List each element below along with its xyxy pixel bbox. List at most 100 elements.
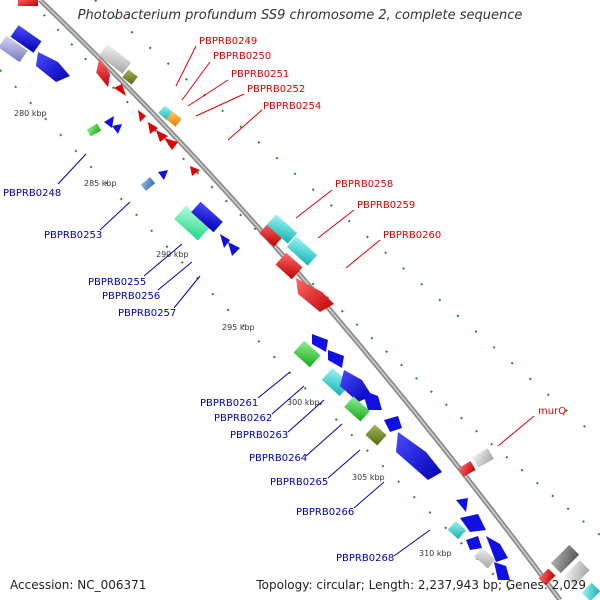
gene-label: PBPRB0249	[199, 36, 257, 47]
gene-glyph	[275, 252, 303, 280]
leader-line	[257, 371, 291, 399]
gene-label: PBPRB0254	[263, 101, 321, 112]
dotted-track	[94, 0, 600, 441]
gene-glyph	[164, 138, 178, 150]
topology-text: Topology: circular; Length: 2,237,943 bp…	[256, 578, 586, 592]
gene-glyph	[447, 520, 467, 540]
gene-track-forward	[18, 0, 600, 600]
gene-glyph	[138, 110, 146, 122]
gene-glyph	[312, 334, 328, 352]
gene-glyph	[220, 234, 230, 248]
gene-label: PBPRB0250	[213, 51, 271, 62]
gene-label: PBPRB0268	[336, 553, 394, 564]
gene-track-reverse	[0, 25, 510, 580]
gene-label: PBPRB0256	[102, 291, 160, 302]
tick-label: 305 kbp	[352, 473, 385, 482]
leader-line	[175, 45, 197, 87]
gene-glyph	[564, 560, 590, 586]
gene-glyph	[266, 214, 298, 244]
leader-line	[157, 261, 193, 291]
tick-label: 310 kbp	[419, 549, 452, 558]
gene-glyph	[458, 461, 476, 477]
gene-glyph	[474, 547, 496, 569]
kbp-ticks: 280 kbp 285 kbp 290 kbp 295 kbp 300 kbp …	[14, 109, 452, 558]
gene-glyph	[344, 396, 370, 422]
gene-glyph	[191, 201, 223, 233]
gene-glyph	[104, 116, 114, 128]
gene-glyph	[362, 390, 382, 410]
gene-label: PBPRB0248	[3, 188, 61, 199]
leader-line	[173, 275, 201, 309]
leader-line	[181, 61, 211, 101]
leader-line	[497, 415, 535, 447]
gene-label: PBPRB0251	[231, 69, 289, 80]
gene-label: PBPRB0265	[270, 477, 328, 488]
map-title: Photobacterium profundum SS9 chromosome …	[77, 8, 523, 23]
gene-label: PBPRB0252	[247, 84, 305, 95]
gene-glyph	[550, 544, 580, 574]
tick-label: 300 kbp	[287, 398, 320, 407]
tick-label: 280 kbp	[14, 109, 47, 118]
gene-glyph	[0, 35, 28, 63]
gene-glyph	[96, 57, 111, 88]
leader-line	[393, 529, 431, 557]
accession-text: Accession: NC_006371	[10, 578, 147, 592]
leader-line	[187, 79, 229, 107]
gene-glyph	[36, 52, 70, 82]
gene-glyph	[293, 340, 321, 368]
leader-line	[195, 93, 245, 117]
tick-label: 285 kbp	[84, 179, 117, 188]
leader-line	[227, 109, 263, 141]
gene-glyph	[321, 368, 351, 396]
gene-glyph	[396, 432, 442, 480]
leader-line	[295, 189, 333, 219]
gene-glyph	[460, 514, 486, 532]
gene-glyph	[228, 242, 240, 256]
gene-glyph	[174, 205, 210, 241]
gene-glyph	[112, 124, 122, 134]
gene-glyph	[158, 170, 168, 180]
gene-label: PBPRB0259	[357, 200, 415, 211]
gene-glyph	[296, 278, 334, 312]
gene-glyph	[466, 536, 482, 550]
gene-label: PBPRB0262	[214, 413, 272, 424]
gene-glyph	[18, 0, 38, 6]
gene-glyph	[114, 84, 126, 96]
tick-label: 290 kbp	[156, 250, 189, 259]
gene-label: PBPRB0255	[88, 277, 146, 288]
leader-line	[143, 243, 183, 277]
leader-line	[317, 209, 355, 239]
gene-glyph	[148, 122, 158, 134]
leader-line	[345, 239, 381, 269]
gene-glyph	[98, 44, 132, 74]
dotted-track	[0, 69, 521, 600]
gene-label: PBPRB0253	[44, 230, 102, 241]
leader-line	[353, 481, 385, 509]
gene-label: PBPRB0264	[249, 453, 307, 464]
gene-label: PBPRB0258	[335, 179, 393, 190]
gene-glyph	[472, 448, 494, 468]
gene-glyph	[286, 236, 318, 266]
gene-label: murQ	[538, 406, 566, 417]
labels-reverse: PBPRB0248 PBPRB0253 PBPRB0255 PBPRB0256 …	[3, 153, 431, 564]
gene-glyph	[10, 25, 42, 53]
tick-label: 295 kbp	[222, 323, 255, 332]
labels-forward: PBPRB0249 PBPRB0250 PBPRB0251 PBPRB0252 …	[175, 36, 566, 447]
gene-glyph	[456, 498, 468, 512]
gene-glyph	[384, 416, 402, 432]
gene-glyph	[86, 123, 102, 137]
gene-glyph	[122, 69, 138, 85]
gene-glyph	[259, 221, 285, 247]
gene-glyph	[190, 166, 200, 176]
gene-label: PBPRB0261	[200, 398, 258, 409]
gene-label: PBPRB0266	[296, 507, 354, 518]
gene-label: PBPRB0263	[230, 430, 288, 441]
gene-label: PBPRB0257	[118, 308, 176, 319]
gene-glyph	[156, 130, 168, 142]
leader-line	[327, 449, 361, 479]
gene-glyph	[166, 111, 182, 127]
dotted-track	[29, 0, 600, 536]
leader-line	[99, 201, 131, 231]
